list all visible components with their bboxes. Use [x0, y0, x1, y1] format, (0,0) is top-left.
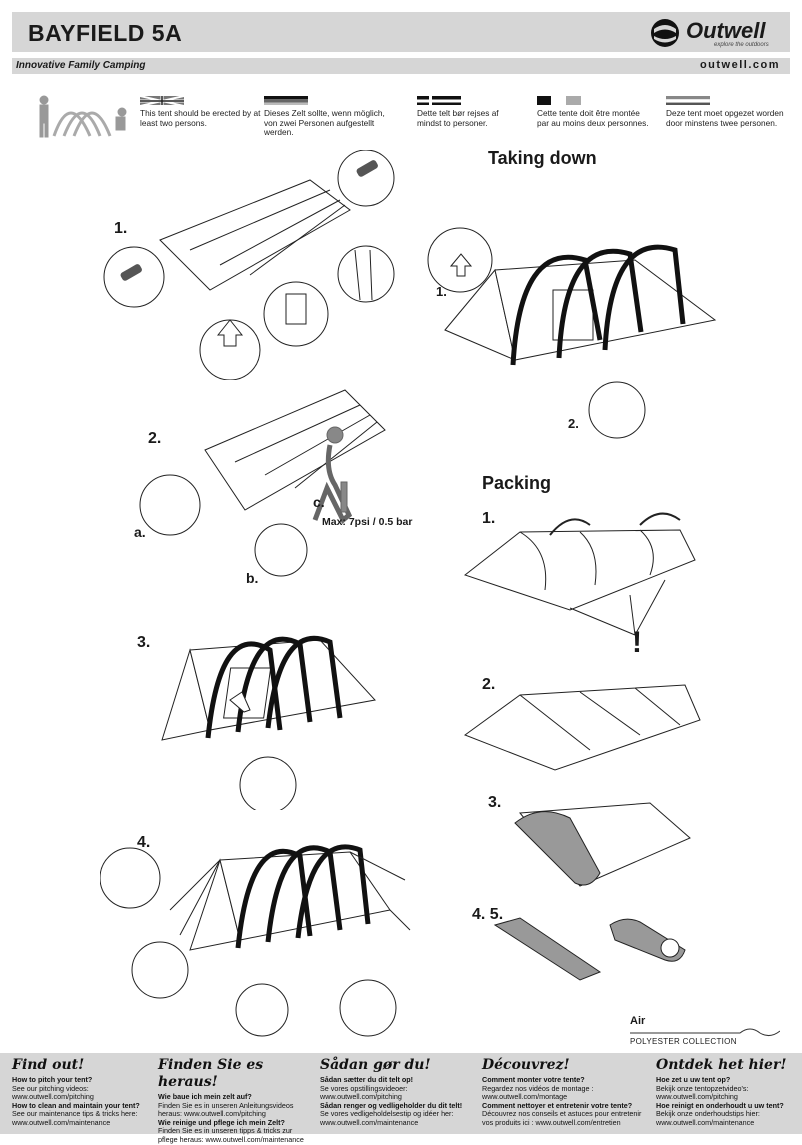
pitch-step-2-illustration: [139, 389, 386, 577]
footer-q1-nl: Hoe zet u uw tent op?: [656, 1075, 731, 1084]
website-link[interactable]: outwell.com: [699, 59, 780, 71]
footer-q2-de: Wie reinige und pflege ich mein Zelt?: [158, 1117, 285, 1127]
lang-de: Dieses Zelt sollte, wenn möglich, von zw…: [264, 96, 394, 138]
lang-nl-text: Deze tent moet opgezet worden door minst…: [666, 108, 784, 128]
fr-flag-icon: [537, 96, 581, 105]
footer-col-de: Finden Sie es heraus! Wie baue ich mein …: [158, 1057, 308, 1145]
subheader-bar: Innovative Family Camping outwell.com: [12, 58, 790, 74]
lang-dk: Dette telt bør rejses af mindst to perso…: [417, 96, 512, 128]
warning-mark: !: [632, 626, 642, 659]
footer-a1-dk[interactable]: Se vores opstillingsvideoer: www.outwell…: [320, 1083, 408, 1102]
collection-line: POLYESTER COLLECTION: [630, 1037, 737, 1046]
wave-line-icon: [630, 1028, 780, 1037]
footer-q1-de: Wie baue ich mein zelt auf?: [158, 1092, 252, 1101]
pitch-step-1-label: 1.: [114, 220, 128, 237]
footer-col-dk: Sådan gør du! Sådan sætter du dit telt o…: [320, 1057, 470, 1128]
pack-step-3-label: 3.: [488, 794, 502, 811]
pitch-step-3-label: 3.: [137, 634, 151, 651]
footer-heading-dk: Sådan gør du!: [320, 1057, 431, 1073]
pack-step-45-label: 4. 5.: [472, 906, 504, 923]
header-bar: BAYFIELD 5A Outwell explore the outdoors: [12, 12, 790, 52]
lang-en: This tent should be erected by at least …: [140, 96, 270, 128]
collection-name: Air: [630, 1015, 646, 1027]
dk-flag-icon: [417, 96, 461, 105]
footer-a2-en[interactable]: See our maintenance tips & tricks here: …: [12, 1109, 138, 1127]
pitch-step-2a-label: a.: [134, 524, 146, 540]
pitch-step-2-label: 2.: [148, 430, 162, 447]
brand-name: Outwell: [686, 18, 766, 43]
collection-badge: Air POLYESTER COLLECTION: [630, 1015, 780, 1049]
takedown-step-2-label: 2.: [568, 416, 579, 431]
footer-heading-en: Find out!: [12, 1057, 85, 1073]
footer-q1-fr: Comment monter votre tente?: [482, 1075, 585, 1084]
de-flag-icon: [264, 96, 308, 105]
lang-fr-text: Cette tente doit être montée par au moin…: [537, 108, 649, 128]
pack-step-1-label: 1.: [482, 510, 496, 527]
pitch-step-2c-label: c.: [313, 494, 325, 510]
nl-flag-icon: [666, 96, 710, 105]
footer-a2-fr[interactable]: Découvrez nos conseils et astuces pour e…: [482, 1109, 642, 1127]
footer-heading-fr: Découvrez!: [482, 1057, 570, 1073]
footer-a2-nl[interactable]: Bekijk onze onderhoudstips hier: www.out…: [656, 1109, 760, 1127]
outwell-logo-icon: [651, 19, 679, 47]
footer-q2-nl: Hoe reinigt en onderhoudt u uw tent?: [656, 1100, 784, 1110]
pitch-step-1-illustration: [103, 150, 395, 380]
subtitle: Innovative Family Camping: [16, 60, 146, 71]
takedown-step-1-label: 1.: [436, 284, 447, 299]
pack-step-3-illustration: [514, 802, 691, 887]
pack-step-1-illustration: [463, 512, 696, 636]
footer-heading-nl: Ontdek het hier!: [656, 1057, 787, 1073]
packing-heading: Packing: [482, 473, 552, 493]
two-persons-tent-icon: [39, 95, 127, 138]
max-pressure-note: Max: 7psi / 0.5 bar: [322, 516, 413, 528]
footer-col-fr: Découvrez! Comment monter votre tente? R…: [482, 1057, 646, 1128]
footer-a2-dk[interactable]: Se vores vedligeholdelsestip og idéer he…: [320, 1109, 454, 1127]
pitch-step-2b-label: b.: [246, 570, 259, 586]
footer-a1-nl[interactable]: Bekijk onze tentopzetvideo's: www.outwel…: [656, 1083, 749, 1102]
lang-dk-text: Dette telt bør rejses af mindst to perso…: [417, 108, 499, 128]
footer-q2-en: How to clean and maintain your tent?: [12, 1100, 140, 1110]
lang-en-text: This tent should be erected by at least …: [140, 108, 261, 128]
pitch-step-4-illustration: [100, 844, 411, 1037]
footer-a1-de[interactable]: Finden Sie es in unseren Anleitungsvideo…: [158, 1100, 294, 1119]
pack-step-2-illustration: [463, 684, 701, 771]
taking-down-heading: Taking down: [488, 148, 597, 168]
footer-a2-de[interactable]: Finden Sie es in unseren tipps & tricks …: [158, 1126, 304, 1144]
footer-a1-fr[interactable]: Regardez nos vidéos de montage : www.out…: [482, 1083, 594, 1102]
pack-step-2-label: 2.: [482, 676, 496, 693]
footer-q2-dk: Sådan renger og vedligeholder du dit tel…: [320, 1100, 463, 1110]
brand-tagline: explore the outdoors: [714, 42, 769, 48]
footer-a1-en[interactable]: See our pitching videos: www.outwell.com…: [12, 1083, 94, 1102]
product-title: BAYFIELD 5A: [28, 20, 183, 46]
footer-q2-fr: Comment nettoyer et entretenir votre ten…: [482, 1100, 633, 1110]
pitch-step-3-illustration: [161, 635, 376, 810]
lang-de-text: Dieses Zelt sollte, wenn möglich, von zw…: [264, 108, 385, 137]
brand-logo: Outwell explore the outdoors: [648, 16, 780, 50]
footer-q1-dk: Sådan sætter du dit telt op!: [320, 1075, 414, 1084]
lang-fr: Cette tente doit être montée par au moin…: [537, 96, 649, 128]
takedown-illustration: [427, 227, 717, 439]
pitch-step-4-label: 4.: [137, 834, 151, 851]
footer-heading-de: Finden Sie es heraus!: [158, 1057, 264, 1090]
pack-step-45-illustration: [493, 917, 686, 981]
footer-q1-en: How to pitch your tent?: [12, 1075, 93, 1084]
footer-col-nl: Ontdek het hier! Hoe zet u uw tent op? B…: [656, 1057, 796, 1128]
footer: Find out! How to pitch your tent? See ou…: [0, 1053, 802, 1144]
lang-nl: Deze tent moet opgezet worden door minst…: [666, 96, 796, 128]
uk-flag-icon: [140, 96, 184, 105]
footer-col-en: Find out! How to pitch your tent? See ou…: [12, 1057, 162, 1128]
